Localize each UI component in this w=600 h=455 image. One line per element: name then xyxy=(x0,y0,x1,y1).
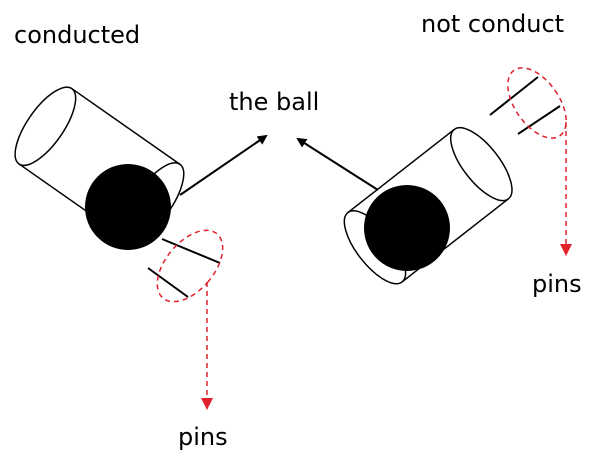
the-ball-label: the ball xyxy=(229,88,319,116)
left-ball-arrow xyxy=(179,134,268,196)
right-pins xyxy=(489,76,561,135)
right-tilt-switch xyxy=(343,67,572,285)
not-conduct-label: not conduct xyxy=(421,10,564,38)
left-tilt-switch xyxy=(14,86,224,410)
right-pins-highlight xyxy=(507,67,567,139)
right-pins-label: pins xyxy=(532,270,582,298)
left-pins xyxy=(147,238,221,298)
conducted-label: conducted xyxy=(14,21,140,49)
left-ball xyxy=(85,164,171,250)
left-pins-label: pins xyxy=(178,423,228,451)
right-ball xyxy=(364,185,450,271)
right-ball-arrow xyxy=(296,137,379,191)
left-pins-highlight xyxy=(156,229,224,303)
